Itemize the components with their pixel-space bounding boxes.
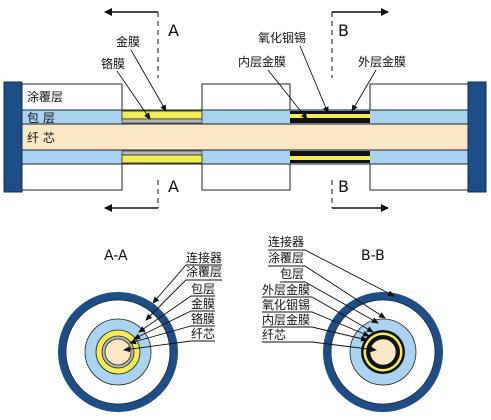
section-a-marks: A A [104,8,179,212]
coating-bottom-left [21,163,123,191]
inner-gold-film-bottom [290,151,370,156]
b-label-oxide: 氧化铟锡 [262,297,310,312]
chromium-film-bottom [121,150,203,156]
section-a-mark-bottom: A [168,177,179,196]
b-label-outer-gold: 外层金膜 [262,282,310,297]
chromium-film-top [121,118,203,124]
b-label-core: 纤芯 [262,328,286,342]
a-label-chromium: 铬膜 [191,311,215,326]
gold-film-bottom [121,154,203,164]
coating-bottom-mid [201,163,291,191]
section-b-mark-top: B [338,21,349,40]
core-label: 纤 芯 [27,131,55,145]
b-core [369,338,397,366]
cross-section-b-title: B-B [361,248,385,264]
section-b-mark-bottom: B [338,177,349,196]
oxide-film-bottom [290,156,370,160]
a-labels: 连接器 涂覆层 包层 金膜 铬膜 纤芯 [186,250,222,341]
section-a-mark-top: A [168,21,179,40]
longitudinal-callouts: 金膜 铬膜 氧化铟锡 内层金膜 外层金膜 [101,30,406,120]
b-labels: 连接器 涂覆层 包层 外层金膜 氧化铟锡 内层金膜 纤芯 [262,234,310,342]
gold-film-top [121,110,203,120]
a-label-cladding: 包层 [191,282,215,296]
connector-left [3,81,23,193]
a-label-connector: 连接器 [186,250,222,265]
a-leaders [123,264,222,353]
a-core [104,338,132,366]
gold-film-callout: 金膜 [116,34,140,49]
inner-gold-film-callout: 内层金膜 [238,54,286,69]
cross-section-a: A-A 连接器 涂覆层 包层 金膜 铬膜 纤芯 [58,248,222,412]
coating-bottom-right [369,163,469,191]
section-a-films [121,110,203,164]
b-label-inner-gold: 内层金膜 [262,312,310,327]
section-b-films [290,111,370,163]
a-label-coating: 涂覆层 [186,264,222,279]
outer-gold-film-bottom [290,160,370,163]
b-leaders [262,249,395,353]
outer-gold-film-callout: 外层金膜 [358,54,406,69]
b-label-cladding: 包层 [280,267,304,281]
b-label-coating: 涂覆层 [268,250,304,265]
cladding-label: 包 层 [27,111,55,125]
longitudinal-view: 涂覆层 包 层 纤 芯 A A B B 金膜 铬膜 氧化铟锡 [3,8,487,212]
a-label-gold: 金膜 [191,296,215,311]
b-label-connector: 连接器 [268,234,304,249]
cladding-top [21,109,469,125]
coating-top-right [369,83,469,111]
cladding-bottom [21,149,469,165]
cross-section-b: B-B 连接器 涂覆层 包层 外层金膜 氧化铟锡 内层金膜 纤芯 [262,234,443,412]
core-strip [21,123,469,151]
oxide-film-top [290,114,370,118]
tin-indium-oxide-callout: 氧化铟锡 [258,30,306,45]
a-label-core: 纤芯 [191,327,215,341]
inner-gold-film-top [290,118,370,123]
coating-top-mid [201,83,291,111]
section-b-marks: B B [331,8,389,212]
cross-section-a-title: A-A [104,248,128,264]
chromium-film-callout: 铬膜 [101,56,125,71]
coating-label: 涂覆层 [27,89,63,104]
connector-right [467,81,487,193]
outer-gold-film-top [290,111,370,114]
coating-layer [21,83,469,191]
